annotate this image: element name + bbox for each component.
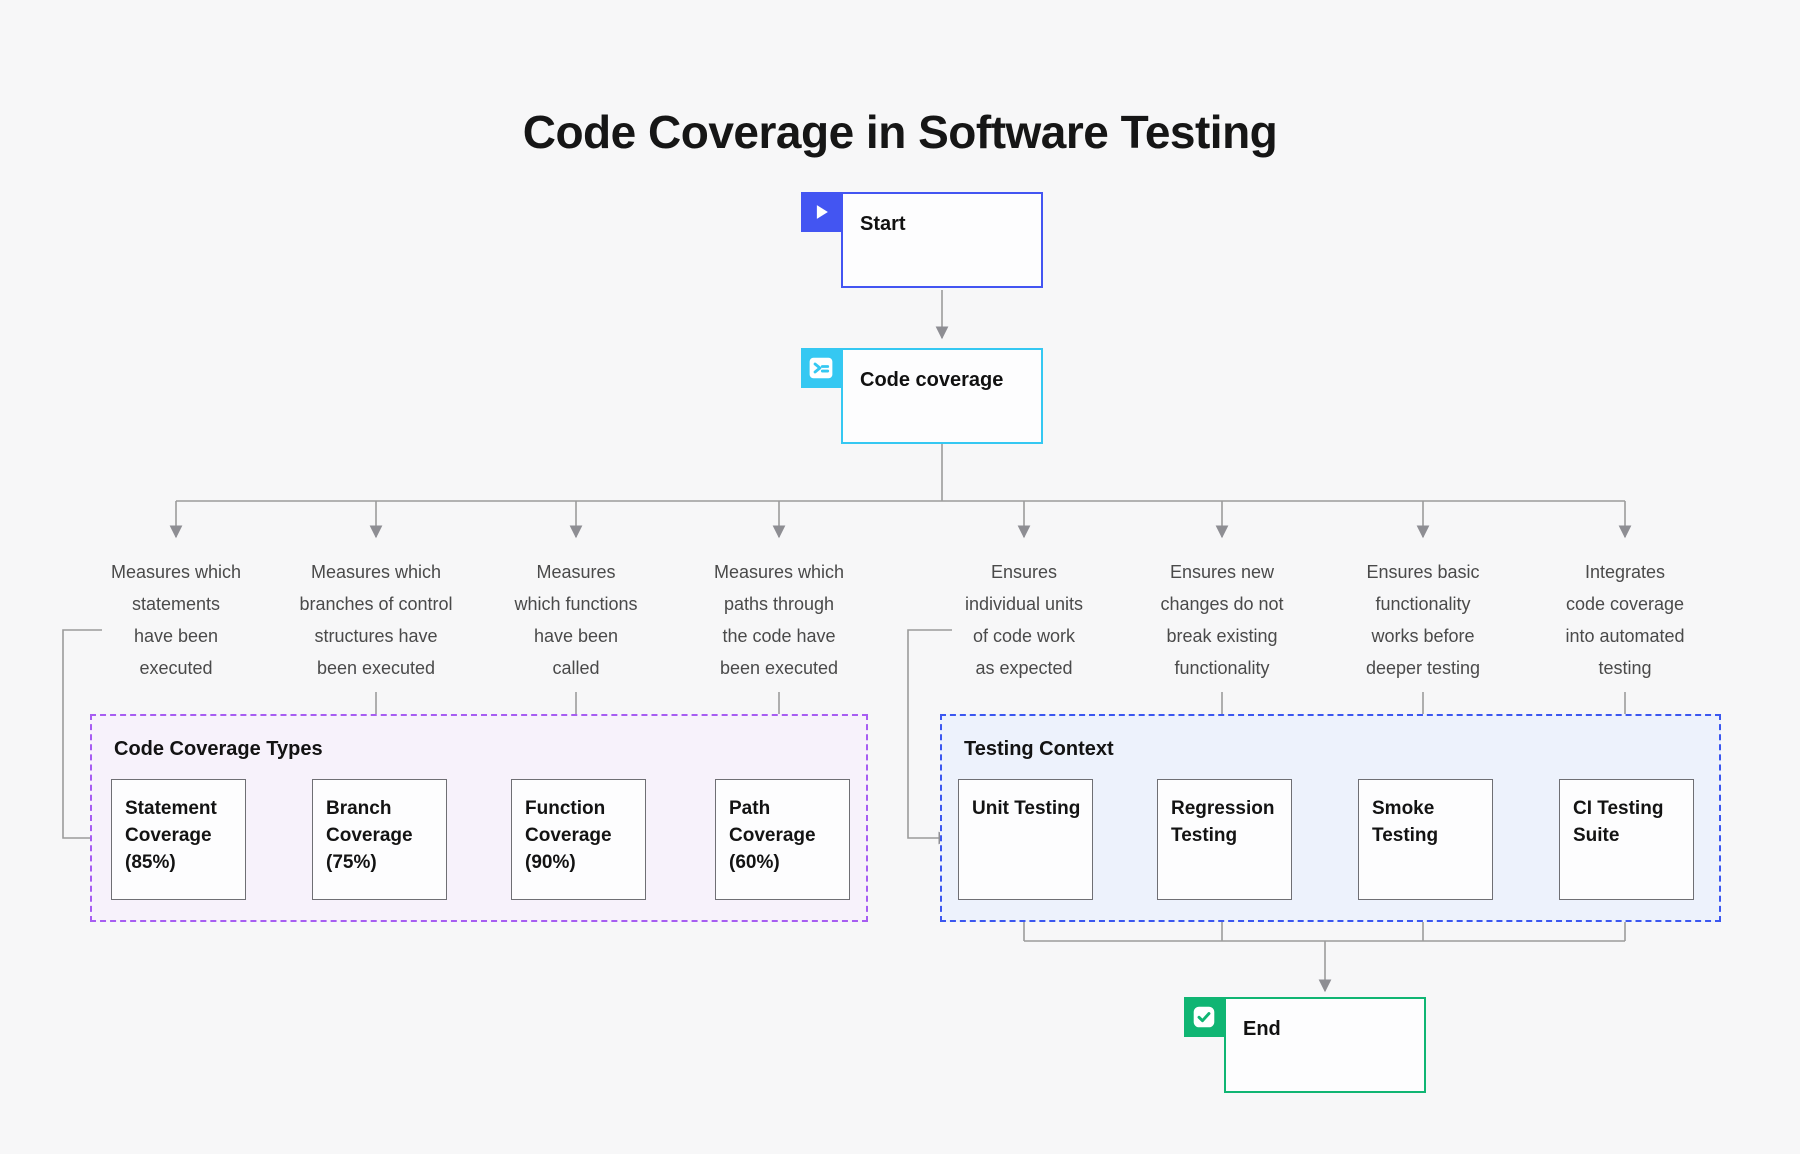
function-coverage-box: Function Coverage (90%) — [511, 779, 646, 900]
checkbox-check-icon — [1184, 997, 1224, 1037]
edge-label-smoke: Ensures basic functionality works before… — [1365, 562, 1481, 678]
code-coverage-types-group: Code Coverage Types Statement Coverage (… — [90, 714, 868, 922]
terminal-icon — [801, 348, 841, 388]
edge-label-unit: Ensures individual units of code work as… — [964, 562, 1084, 678]
code-coverage-node: Code coverage — [801, 348, 1043, 444]
edge-label-ci: Integrates code coverage into automated … — [1565, 562, 1685, 678]
end-node: End — [1184, 997, 1426, 1093]
branch-coverage-box: Branch Coverage (75%) — [312, 779, 447, 900]
path-coverage-box: Path Coverage (60%) — [715, 779, 850, 900]
code-coverage-types-title: Code Coverage Types — [114, 738, 323, 760]
play-icon — [801, 192, 841, 232]
statement-coverage-box: Statement Coverage (85%) — [111, 779, 246, 900]
regression-testing-box: Regression Testing — [1157, 779, 1292, 900]
end-node-label: End — [1243, 1018, 1281, 1040]
edge-label-path: Measures which paths through the code ha… — [713, 562, 845, 678]
testing-context-group: Testing Context Unit Testing Regression … — [940, 714, 1721, 922]
ci-testing-suite-box: CI Testing Suite — [1559, 779, 1694, 900]
edge-label-regression: Ensures new changes do not break existin… — [1160, 562, 1284, 678]
start-node: Start — [801, 192, 1043, 288]
unit-testing-box: Unit Testing — [958, 779, 1093, 900]
edge-label-function: Measures which functions have been calle… — [514, 562, 638, 678]
edge-label-branch: Measures which branches of control struc… — [299, 562, 453, 678]
smoke-testing-box: Smoke Testing — [1358, 779, 1493, 900]
page-title: Code Coverage in Software Testing — [522, 105, 1278, 158]
start-node-label: Start — [860, 213, 906, 235]
code-coverage-node-label: Code coverage — [860, 369, 1004, 391]
testing-context-title: Testing Context — [964, 738, 1114, 760]
edge-label-statement: Measures which statements have been exec… — [110, 562, 242, 678]
